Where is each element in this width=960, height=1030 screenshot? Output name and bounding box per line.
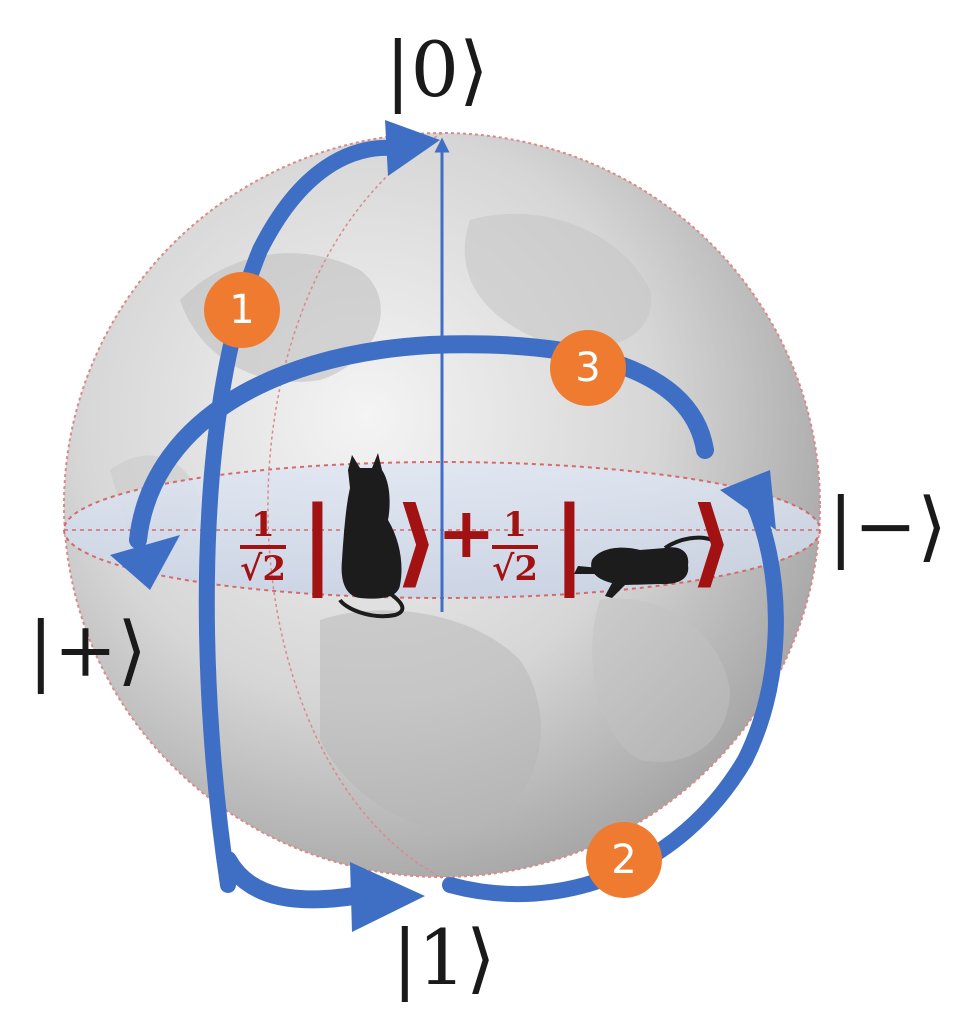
rotation-arrow-3 <box>110 335 714 590</box>
step-badge-1: 1 <box>204 272 280 348</box>
step-badge-2: 2 <box>586 822 662 898</box>
rotation-arrow-down <box>219 851 425 932</box>
state-label-minus: |−⟩ <box>828 481 947 570</box>
rotation-arrow-2 <box>442 470 784 903</box>
state-label-plus: |+⟩ <box>28 605 147 694</box>
state-label-one: |1⟩ <box>392 913 496 1002</box>
state-label-zero: |0⟩ <box>385 25 489 114</box>
lying-cat-icon <box>574 535 713 598</box>
rotation-arrow-1 <box>198 120 440 893</box>
sitting-cat-icon <box>338 453 405 619</box>
meridian <box>267 132 443 879</box>
step-badge-3: 3 <box>550 330 626 406</box>
